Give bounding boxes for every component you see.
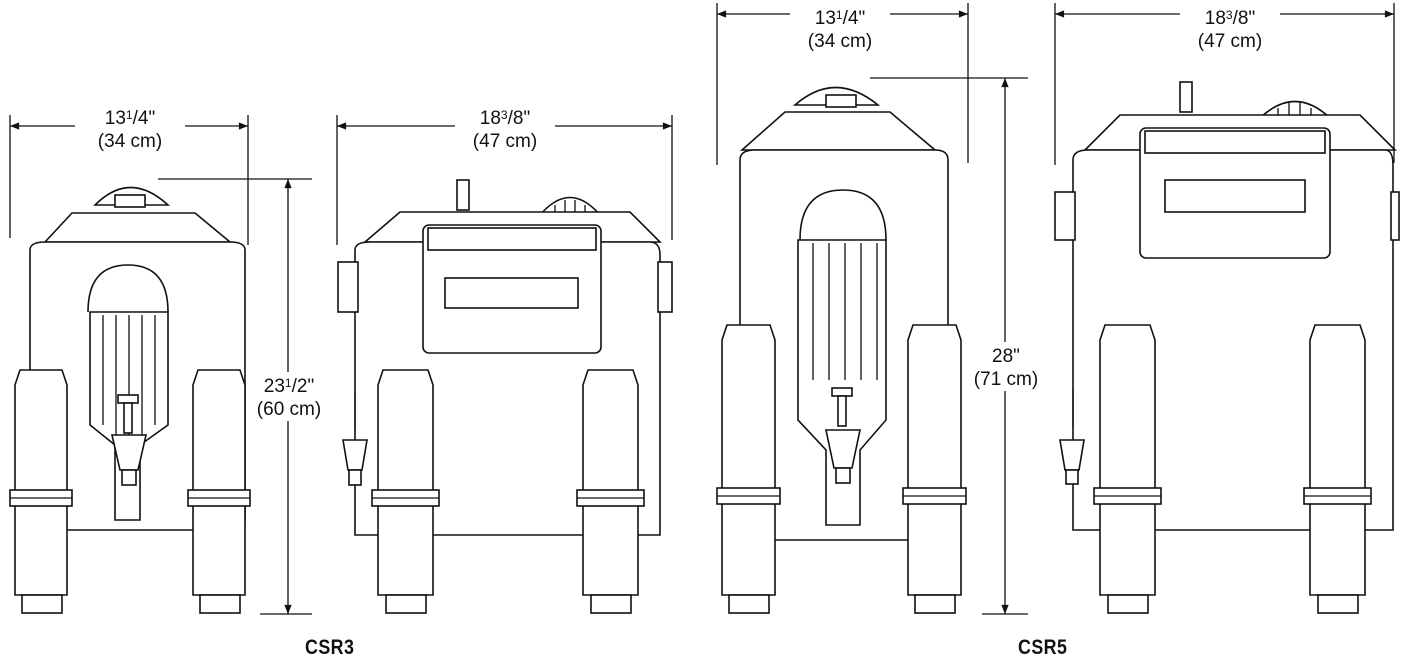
height-metric: (71 cm) — [973, 369, 1039, 390]
width-fraction-num: 3 — [1225, 8, 1233, 22]
width-fraction-den: /4" — [132, 108, 156, 129]
height-whole: 28" — [992, 346, 1020, 367]
width-whole: 18 — [479, 108, 501, 129]
csr3-front-view — [9, 115, 312, 615]
width-fraction-num: 1 — [835, 8, 843, 22]
width-fraction-num: 3 — [500, 108, 508, 122]
csr3-height-label: 231/2" (60 cm) — [254, 372, 324, 421]
width-fraction-den: /4" — [842, 8, 866, 29]
csr5-side-width-label: 183/8" (47 cm) — [1180, 4, 1280, 53]
width-fraction-num: 1 — [125, 108, 133, 122]
width-whole: 13 — [814, 8, 836, 29]
height-whole: 23 — [263, 376, 285, 397]
width-whole: 18 — [1204, 8, 1226, 29]
height-fraction-num: 1 — [284, 376, 292, 390]
width-fraction-den: /8" — [507, 108, 531, 129]
csr5-front-width-label: 131/4" (34 cm) — [790, 4, 890, 53]
csr3-side-width-label: 183/8" (47 cm) — [455, 104, 555, 153]
height-fraction-den: /2" — [291, 376, 315, 397]
width-whole: 13 — [104, 108, 126, 129]
csr5-front-view — [716, 3, 1028, 615]
csr3-side-view — [336, 115, 673, 614]
width-metric: (34 cm) — [807, 31, 873, 52]
width-fraction-den: /8" — [1232, 8, 1256, 29]
csr3-model-label: CSR3 — [305, 636, 355, 659]
csr3-front-width-label: 131/4" (34 cm) — [75, 104, 185, 153]
csr5-side-view — [1054, 3, 1400, 614]
width-metric: (47 cm) — [472, 131, 538, 152]
width-metric: (47 cm) — [1197, 31, 1263, 52]
width-metric: (34 cm) — [97, 131, 163, 152]
csr5-model-label: CSR5 — [1018, 636, 1068, 659]
height-metric: (60 cm) — [256, 399, 322, 420]
csr5-height-label: 28" (71 cm) — [970, 342, 1042, 391]
